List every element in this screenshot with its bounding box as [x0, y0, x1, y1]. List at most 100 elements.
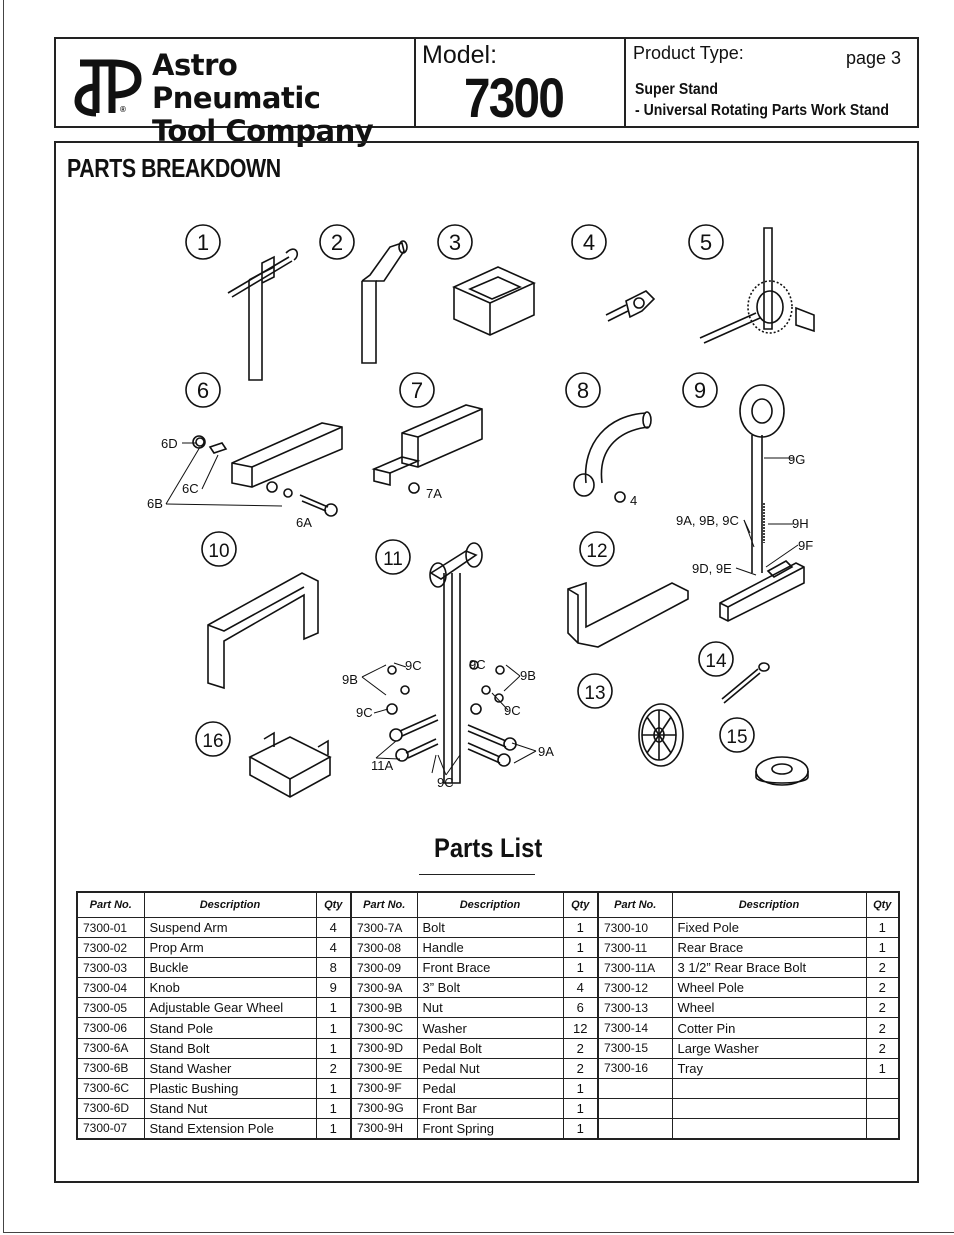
part-number-cell: 7300-6D	[78, 1097, 145, 1119]
callout-numbers: 1 2 3 4 5 6 7 8 9 10 11 12 13 14 15 16	[197, 230, 748, 752]
description-cell: Stand Washer	[143, 1057, 317, 1079]
description-cell: Pedal Bolt	[416, 1037, 564, 1059]
product-type-label: Product Type:	[633, 43, 744, 63]
part-number-cell: 7300-04	[78, 977, 145, 999]
part-number-cell: 7300-05	[78, 997, 145, 1019]
qty-cell: 9	[315, 977, 350, 999]
qty-cell: 8	[315, 957, 350, 979]
header-description: Description	[671, 893, 867, 918]
part-6-stand-pole	[192, 422, 343, 517]
qty-cell: 1	[562, 1117, 597, 1139]
qty-cell: 1	[315, 1017, 350, 1039]
label-9C-left: 9C	[405, 658, 422, 673]
model-cell: Model: 7300	[416, 39, 626, 129]
part-number-cell	[598, 1097, 673, 1119]
part-number-cell: 7300-14	[598, 1017, 673, 1039]
label-9C-bottom: 9C	[437, 775, 454, 790]
part-number-cell: 7300-03	[78, 957, 145, 979]
company-name: Astro Pneumatic Tool Company	[152, 49, 414, 148]
qty-cell: 2	[865, 957, 898, 979]
qty-cell	[865, 1077, 898, 1099]
part-16-tray	[248, 731, 332, 798]
part-number-cell: 7300-16	[598, 1057, 673, 1079]
product-type-line1: Super Stand	[635, 81, 718, 98]
product-type-cell: Product Type: page 3 Super Stand - Unive…	[626, 39, 917, 126]
header-part-no: Part No.	[351, 893, 418, 918]
qty-cell: 1	[562, 937, 597, 959]
leader-lines	[165, 442, 799, 776]
part-number-cell: 7300-9H	[351, 1117, 418, 1139]
product-type-line2: - Universal Rotating Parts Work Stand	[635, 102, 890, 119]
company-name-line1: Astro Pneumatic	[152, 48, 321, 115]
qty-cell: 1	[562, 1097, 597, 1119]
part-2-prop-arm	[361, 240, 408, 364]
label-9C-mid-left: 9C	[356, 705, 373, 720]
callout-12: 12	[586, 541, 607, 562]
table-row	[598, 1097, 898, 1119]
callout-13: 13	[584, 683, 605, 704]
description-cell: Stand Nut	[143, 1097, 317, 1119]
label-6A: 6A	[296, 515, 312, 530]
registered-mark: ®	[120, 105, 126, 114]
label-9A-9B-9C: 9A, 9B, 9C	[676, 513, 739, 528]
description-cell: Stand Extension Pole	[143, 1117, 317, 1139]
callout-11: 11	[383, 549, 403, 570]
header-qty: Qty	[562, 893, 597, 918]
header-qty: Qty	[315, 893, 350, 918]
description-cell: Stand Pole	[143, 1017, 317, 1039]
part-14-cotter-pin	[721, 662, 770, 704]
label-6D: 6D	[161, 436, 178, 451]
part-number-cell: 7300-9E	[351, 1057, 418, 1079]
description-cell: Wheel	[671, 997, 867, 1019]
description-cell: Bolt	[416, 916, 564, 939]
part-number-cell: 7300-9C	[351, 1017, 418, 1039]
header-qty: Qty	[865, 893, 898, 918]
company-logo-icon	[74, 59, 142, 117]
description-cell: Pedal Nut	[416, 1057, 564, 1079]
qty-cell: 1	[315, 997, 350, 1019]
label-9B-right: 9B	[520, 668, 536, 683]
qty-cell: 2	[562, 1037, 597, 1059]
part-11-hardware	[386, 660, 517, 767]
part-number-cell: 7300-9D	[351, 1037, 418, 1059]
qty-cell: 12	[562, 1017, 597, 1039]
qty-cell: 1	[315, 1097, 350, 1119]
qty-cell: 4	[562, 977, 597, 999]
label-9G: 9G	[788, 452, 805, 467]
parts-list-title: Parts List	[434, 833, 543, 863]
callout-8: 8	[577, 378, 589, 403]
part-number-cell: 7300-01	[78, 916, 145, 939]
header-part-no: Part No.	[598, 893, 673, 918]
callout-2: 2	[331, 230, 343, 255]
qty-cell: 4	[315, 937, 350, 959]
qty-cell: 4	[315, 916, 350, 939]
part-number-cell: 7300-6A	[78, 1037, 145, 1059]
label-7A: 7A	[426, 486, 442, 501]
part-number-cell: 7300-9F	[351, 1077, 418, 1099]
header-description: Description	[143, 893, 317, 918]
part-8-handle	[573, 411, 652, 503]
description-cell: Suspend Arm	[143, 916, 317, 939]
header-part-no: Part No.	[78, 893, 145, 918]
table-row	[598, 1117, 898, 1139]
qty-cell: 2	[865, 997, 898, 1019]
part-number-cell: 7300-13	[598, 997, 673, 1019]
part-4-knob	[605, 290, 656, 322]
part-number-cell: 7300-9G	[351, 1097, 418, 1119]
